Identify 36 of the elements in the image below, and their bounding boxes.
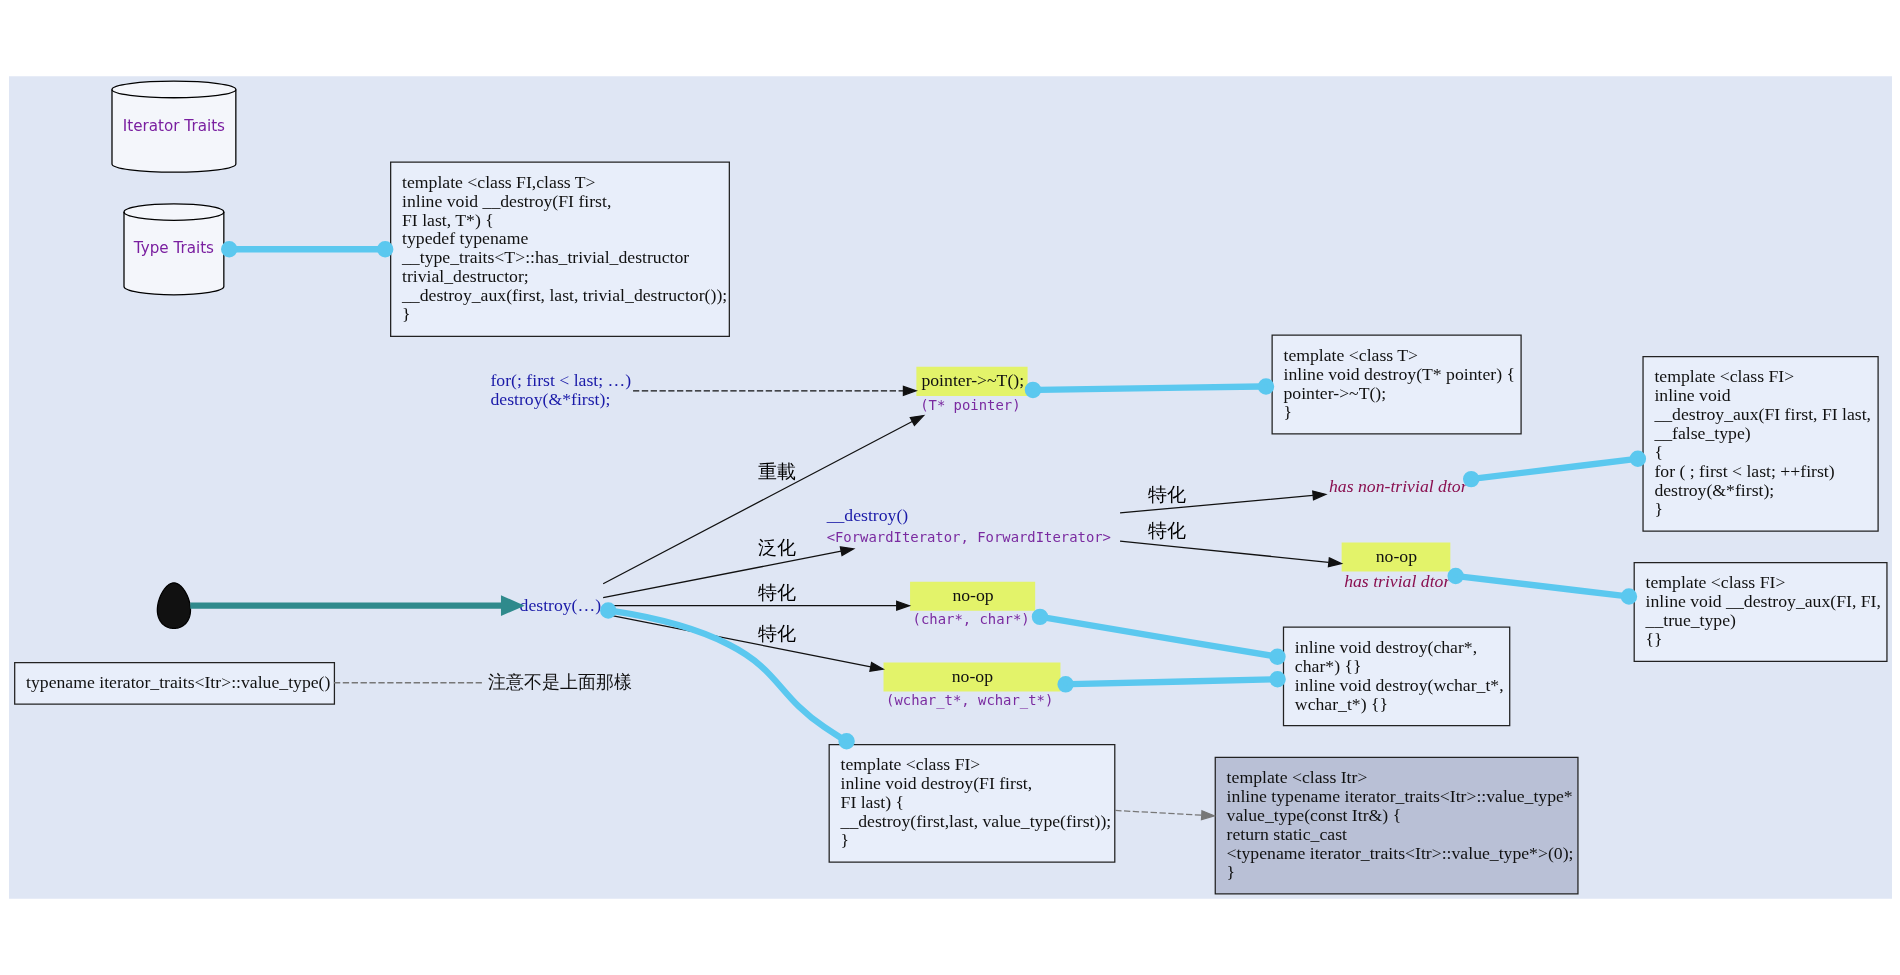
connector <box>599 602 855 750</box>
arrow <box>1118 490 1328 514</box>
node-label: (T* pointer) <box>919 396 1021 413</box>
connector <box>1462 450 1646 488</box>
connector <box>1024 378 1274 399</box>
node-text: __destroy() <box>826 505 908 526</box>
node-person <box>156 582 191 630</box>
edge-label: 重載 <box>757 460 796 483</box>
edge-label: 特化 <box>1147 519 1186 542</box>
node-text: destroy(…) <box>519 594 601 615</box>
arrow <box>631 385 918 397</box>
node-text: has non-trivial dtor <box>1328 476 1468 497</box>
arrow <box>1118 540 1343 568</box>
node-label: (wchar_t*, wchar_t*) <box>885 692 1053 709</box>
connector <box>1056 671 1286 693</box>
node-box: no-op <box>1341 542 1450 572</box>
edge-label: 特化 <box>1147 482 1186 505</box>
arrow <box>1114 809 1216 821</box>
node-box: pointer->~T(); <box>915 366 1028 396</box>
connector <box>332 682 485 684</box>
node-text: 注意不是上面那樣 <box>487 672 632 693</box>
node-label: <ForwardIterator, ForwardIterator> <box>826 529 1111 546</box>
node-box: no-op <box>909 581 1035 611</box>
edge-label: 特化 <box>757 621 796 644</box>
node-label: (char*, char*) <box>912 611 1030 628</box>
node-text: for(; first < last; …) destroy(&*first); <box>489 370 631 409</box>
arrow <box>602 414 925 585</box>
node-box: no-op <box>883 662 1060 692</box>
arrow <box>189 595 525 616</box>
connector <box>220 241 393 258</box>
connector <box>1031 608 1286 665</box>
edge-label: 特化 <box>757 581 796 604</box>
node-label: has trivial dtor <box>1343 570 1450 591</box>
arrow <box>602 546 855 599</box>
edge-label: 泛化 <box>757 535 796 558</box>
connector <box>1446 567 1637 605</box>
